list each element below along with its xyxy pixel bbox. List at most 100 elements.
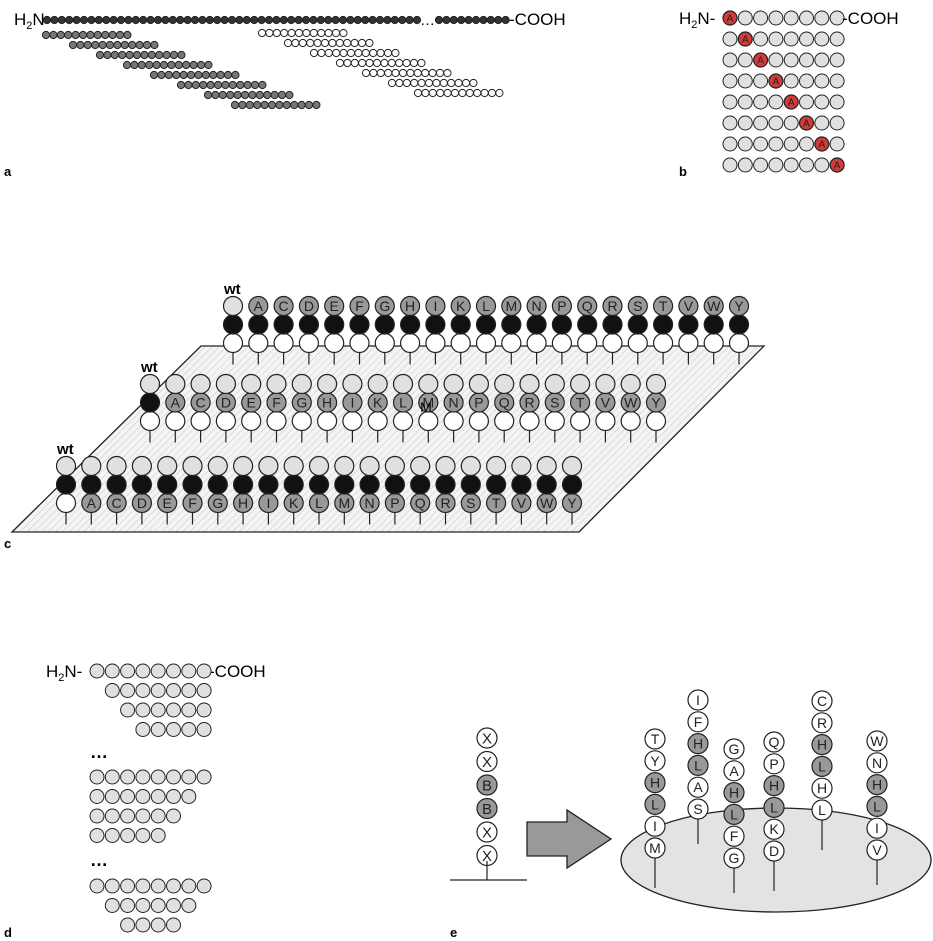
fragment-residue bbox=[270, 90, 279, 100]
substituted-residue bbox=[248, 295, 269, 317]
residue bbox=[266, 373, 287, 395]
residue bbox=[577, 332, 598, 354]
panel-c-label: c bbox=[4, 536, 11, 551]
bead-peptide-residue bbox=[687, 732, 709, 755]
residue bbox=[602, 314, 623, 335]
fragment-residue bbox=[384, 68, 393, 78]
residue bbox=[475, 314, 497, 335]
residue bbox=[181, 769, 197, 785]
fragment-residue bbox=[130, 60, 139, 70]
bead-peptide-residue bbox=[723, 825, 745, 847]
fragment-residue bbox=[176, 80, 186, 90]
fragment-residue bbox=[265, 28, 274, 38]
fragment-residue bbox=[162, 50, 171, 60]
fragment-residue bbox=[226, 90, 235, 100]
amino-acid-letter-A: A bbox=[171, 395, 181, 411]
fragment-residue bbox=[298, 38, 307, 48]
amino-acid-letter-V: V bbox=[517, 495, 527, 511]
chain-residue bbox=[109, 15, 118, 25]
fragment-residue bbox=[203, 90, 213, 100]
residue bbox=[737, 52, 753, 68]
residue bbox=[150, 898, 166, 913]
fragment-residue bbox=[132, 50, 142, 60]
chain-residue bbox=[124, 15, 133, 25]
amino-acid-letter-Y: Y bbox=[567, 495, 577, 511]
fragment-residue bbox=[145, 60, 154, 70]
fragment-residue bbox=[357, 38, 367, 48]
residue bbox=[486, 474, 507, 495]
bead-peptide-residue-letter: I bbox=[653, 818, 657, 834]
residue bbox=[298, 314, 319, 335]
chain-residue bbox=[494, 15, 503, 25]
amino-acid-letter-G: G bbox=[212, 495, 223, 511]
residue bbox=[783, 73, 799, 89]
residue bbox=[703, 314, 724, 335]
residue bbox=[104, 898, 120, 913]
residue bbox=[181, 878, 197, 894]
fragment-residue bbox=[332, 48, 341, 58]
fragment-residue bbox=[450, 88, 460, 98]
residue bbox=[561, 474, 583, 495]
fragment-residue bbox=[250, 80, 260, 90]
fragment-residue bbox=[454, 78, 463, 88]
fragment-residue bbox=[354, 48, 363, 58]
bead-peptide-residue-letter: D bbox=[769, 843, 779, 859]
bead-peptide-residue-letter: Q bbox=[769, 734, 780, 750]
bead-peptide-residue-letter: W bbox=[870, 733, 884, 749]
bead-peptide-residue-letter: A bbox=[729, 763, 739, 779]
fragment-residue bbox=[306, 38, 315, 48]
template-residue-letter: X bbox=[482, 824, 492, 841]
wild-type-residue bbox=[222, 295, 244, 317]
fragment-residue bbox=[118, 50, 127, 60]
fragment-residue bbox=[447, 78, 456, 88]
substituted-residue bbox=[475, 295, 497, 317]
chain-residue bbox=[279, 15, 288, 25]
bead-peptide-residue bbox=[723, 760, 745, 782]
fragment-residue bbox=[350, 58, 359, 68]
residue bbox=[150, 789, 166, 804]
fragment-residue bbox=[395, 58, 404, 68]
fragment-residue bbox=[213, 80, 223, 90]
fragment-residue bbox=[196, 60, 206, 70]
residue bbox=[519, 410, 540, 432]
amino-acid-letter-S: S bbox=[550, 395, 559, 411]
fragment-residue bbox=[150, 40, 159, 50]
residue bbox=[722, 31, 738, 47]
amino-acid-letter-Q: Q bbox=[582, 298, 593, 314]
substituted-residue-letter: A bbox=[742, 35, 749, 46]
fragment-residue bbox=[461, 78, 471, 88]
fragment-residue bbox=[465, 88, 474, 98]
panel-d-c-terminus: -COOH bbox=[209, 662, 266, 681]
panel-b-label: b bbox=[679, 164, 687, 179]
residue bbox=[104, 828, 120, 843]
residue bbox=[273, 314, 294, 335]
wild-type-residue bbox=[55, 455, 77, 477]
substituted-residue bbox=[526, 295, 547, 317]
fragment-residue bbox=[387, 58, 396, 68]
fragment-residue bbox=[152, 60, 161, 70]
residue bbox=[291, 373, 312, 395]
amino-acid-letter-W: W bbox=[540, 495, 554, 511]
residue bbox=[258, 474, 279, 495]
fragment-residue bbox=[194, 70, 203, 80]
residue bbox=[814, 31, 830, 47]
fragment-residue bbox=[230, 100, 240, 110]
fragment-residue bbox=[191, 80, 200, 90]
wild-type-residue bbox=[139, 410, 161, 432]
residue bbox=[783, 136, 799, 152]
residue bbox=[400, 332, 421, 354]
chain-residue bbox=[316, 15, 325, 25]
bead-peptide-residue-letter: L bbox=[730, 806, 738, 822]
residue bbox=[196, 683, 212, 698]
chain-residue bbox=[50, 15, 59, 25]
fragment-residue bbox=[71, 30, 80, 40]
residue bbox=[768, 31, 784, 47]
residue bbox=[722, 52, 738, 68]
wild-type-label: wt bbox=[56, 441, 74, 458]
bead-peptide-residue bbox=[811, 733, 833, 756]
amino-acid-letter-C: C bbox=[112, 495, 122, 511]
panel-a-full-chain bbox=[42, 15, 510, 25]
amino-acid-letter-H: H bbox=[405, 298, 415, 314]
